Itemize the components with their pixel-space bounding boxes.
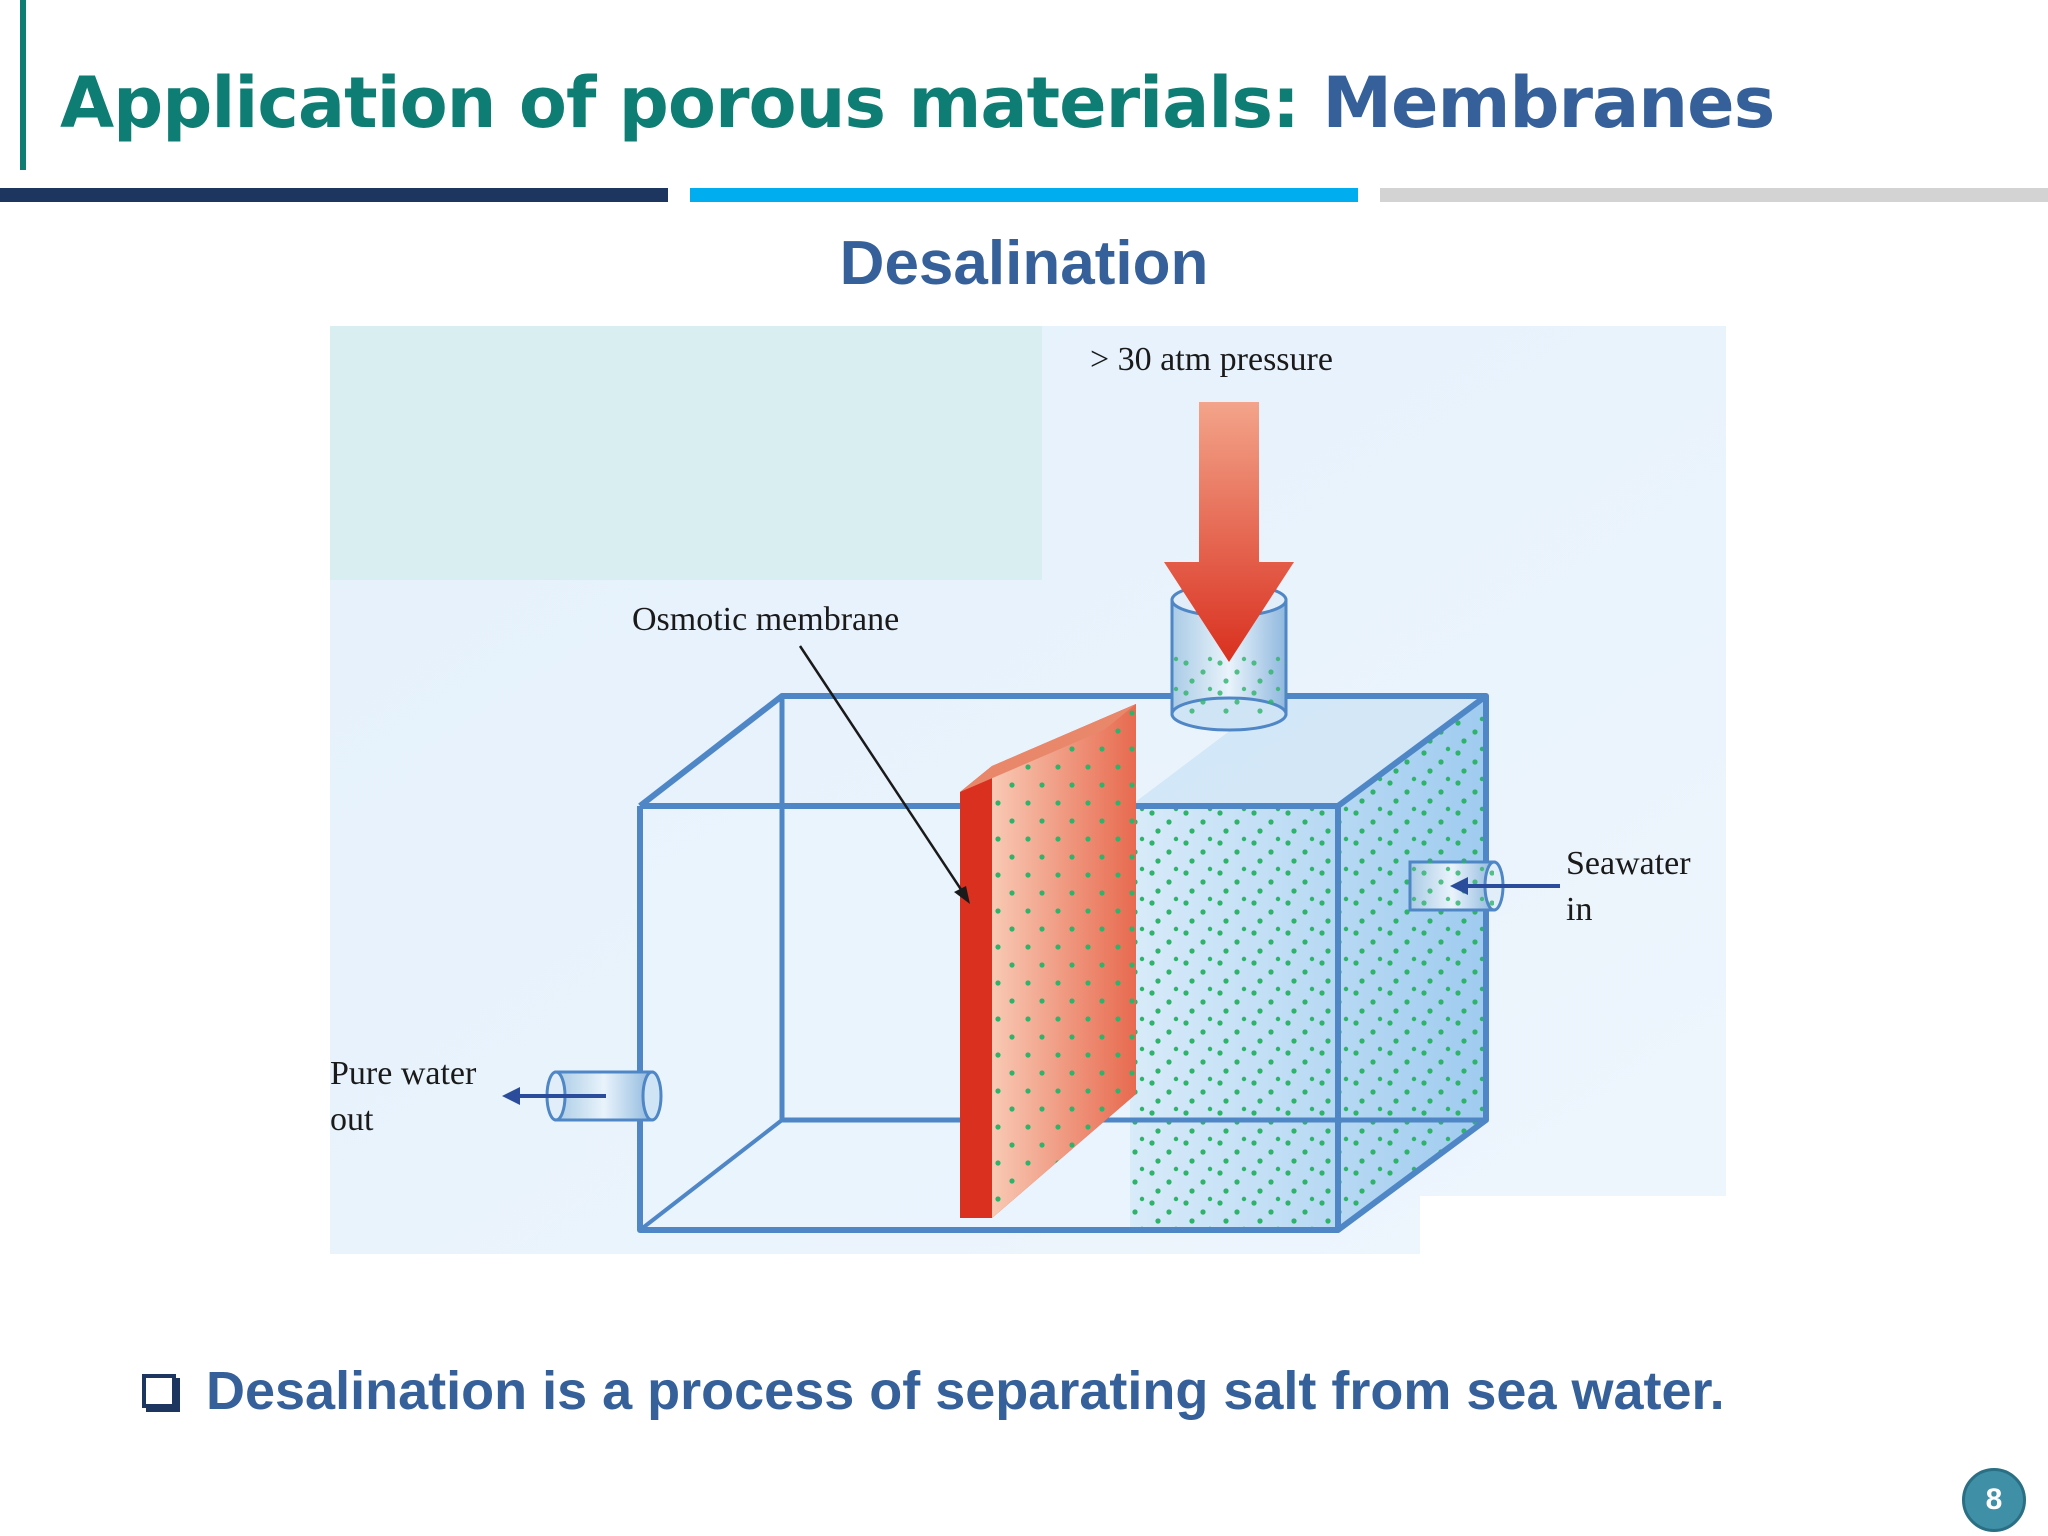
membrane-pointer-arrow <box>798 645 970 904</box>
slide-title-main: Application of porous materials: <box>60 62 1300 144</box>
pressure-arrow <box>1164 402 1294 662</box>
label-pressure: > 30 atm pressure <box>1090 341 1333 378</box>
page-number-badge: 8 <box>1962 1468 2026 1532</box>
title-accent-bar <box>20 0 26 170</box>
bullet-item: Desalination is a process of separating … <box>142 1360 1725 1422</box>
label-pure-water-line2: out <box>330 1101 374 1138</box>
desalination-diagram: > 30 atm pressure Osmotic membrane Seawa… <box>330 326 1726 1254</box>
label-seawater-line2: in <box>1566 891 1592 928</box>
label-seawater-line1: Seawater <box>1566 845 1691 882</box>
diagram-corner-panel <box>330 326 1042 580</box>
divider-cyan <box>690 188 1358 202</box>
tank-outline <box>637 693 1489 1233</box>
seawater-compartment <box>1130 696 1486 1230</box>
seawater-in-arrow-icon <box>1450 877 1560 895</box>
label-pure-water-line1: Pure water <box>330 1055 477 1092</box>
label-osmotic-membrane: Osmotic membrane <box>632 601 899 638</box>
diagram-corner-mask <box>1420 1196 1726 1254</box>
divider-navy <box>0 188 668 202</box>
slide-title: Application of porous materials: Membran… <box>60 58 1775 148</box>
osmotic-membrane <box>960 704 1136 1218</box>
slide-subtitle: Desalination <box>839 229 1209 298</box>
divider-grey <box>1380 188 2048 202</box>
checkbox-bullet-icon <box>142 1374 176 1408</box>
bullet-text: Desalination is a process of separating … <box>206 1361 1725 1421</box>
pure-water-out-arrow-icon <box>502 1087 606 1105</box>
slide-title-accent: Membranes <box>1322 62 1775 144</box>
